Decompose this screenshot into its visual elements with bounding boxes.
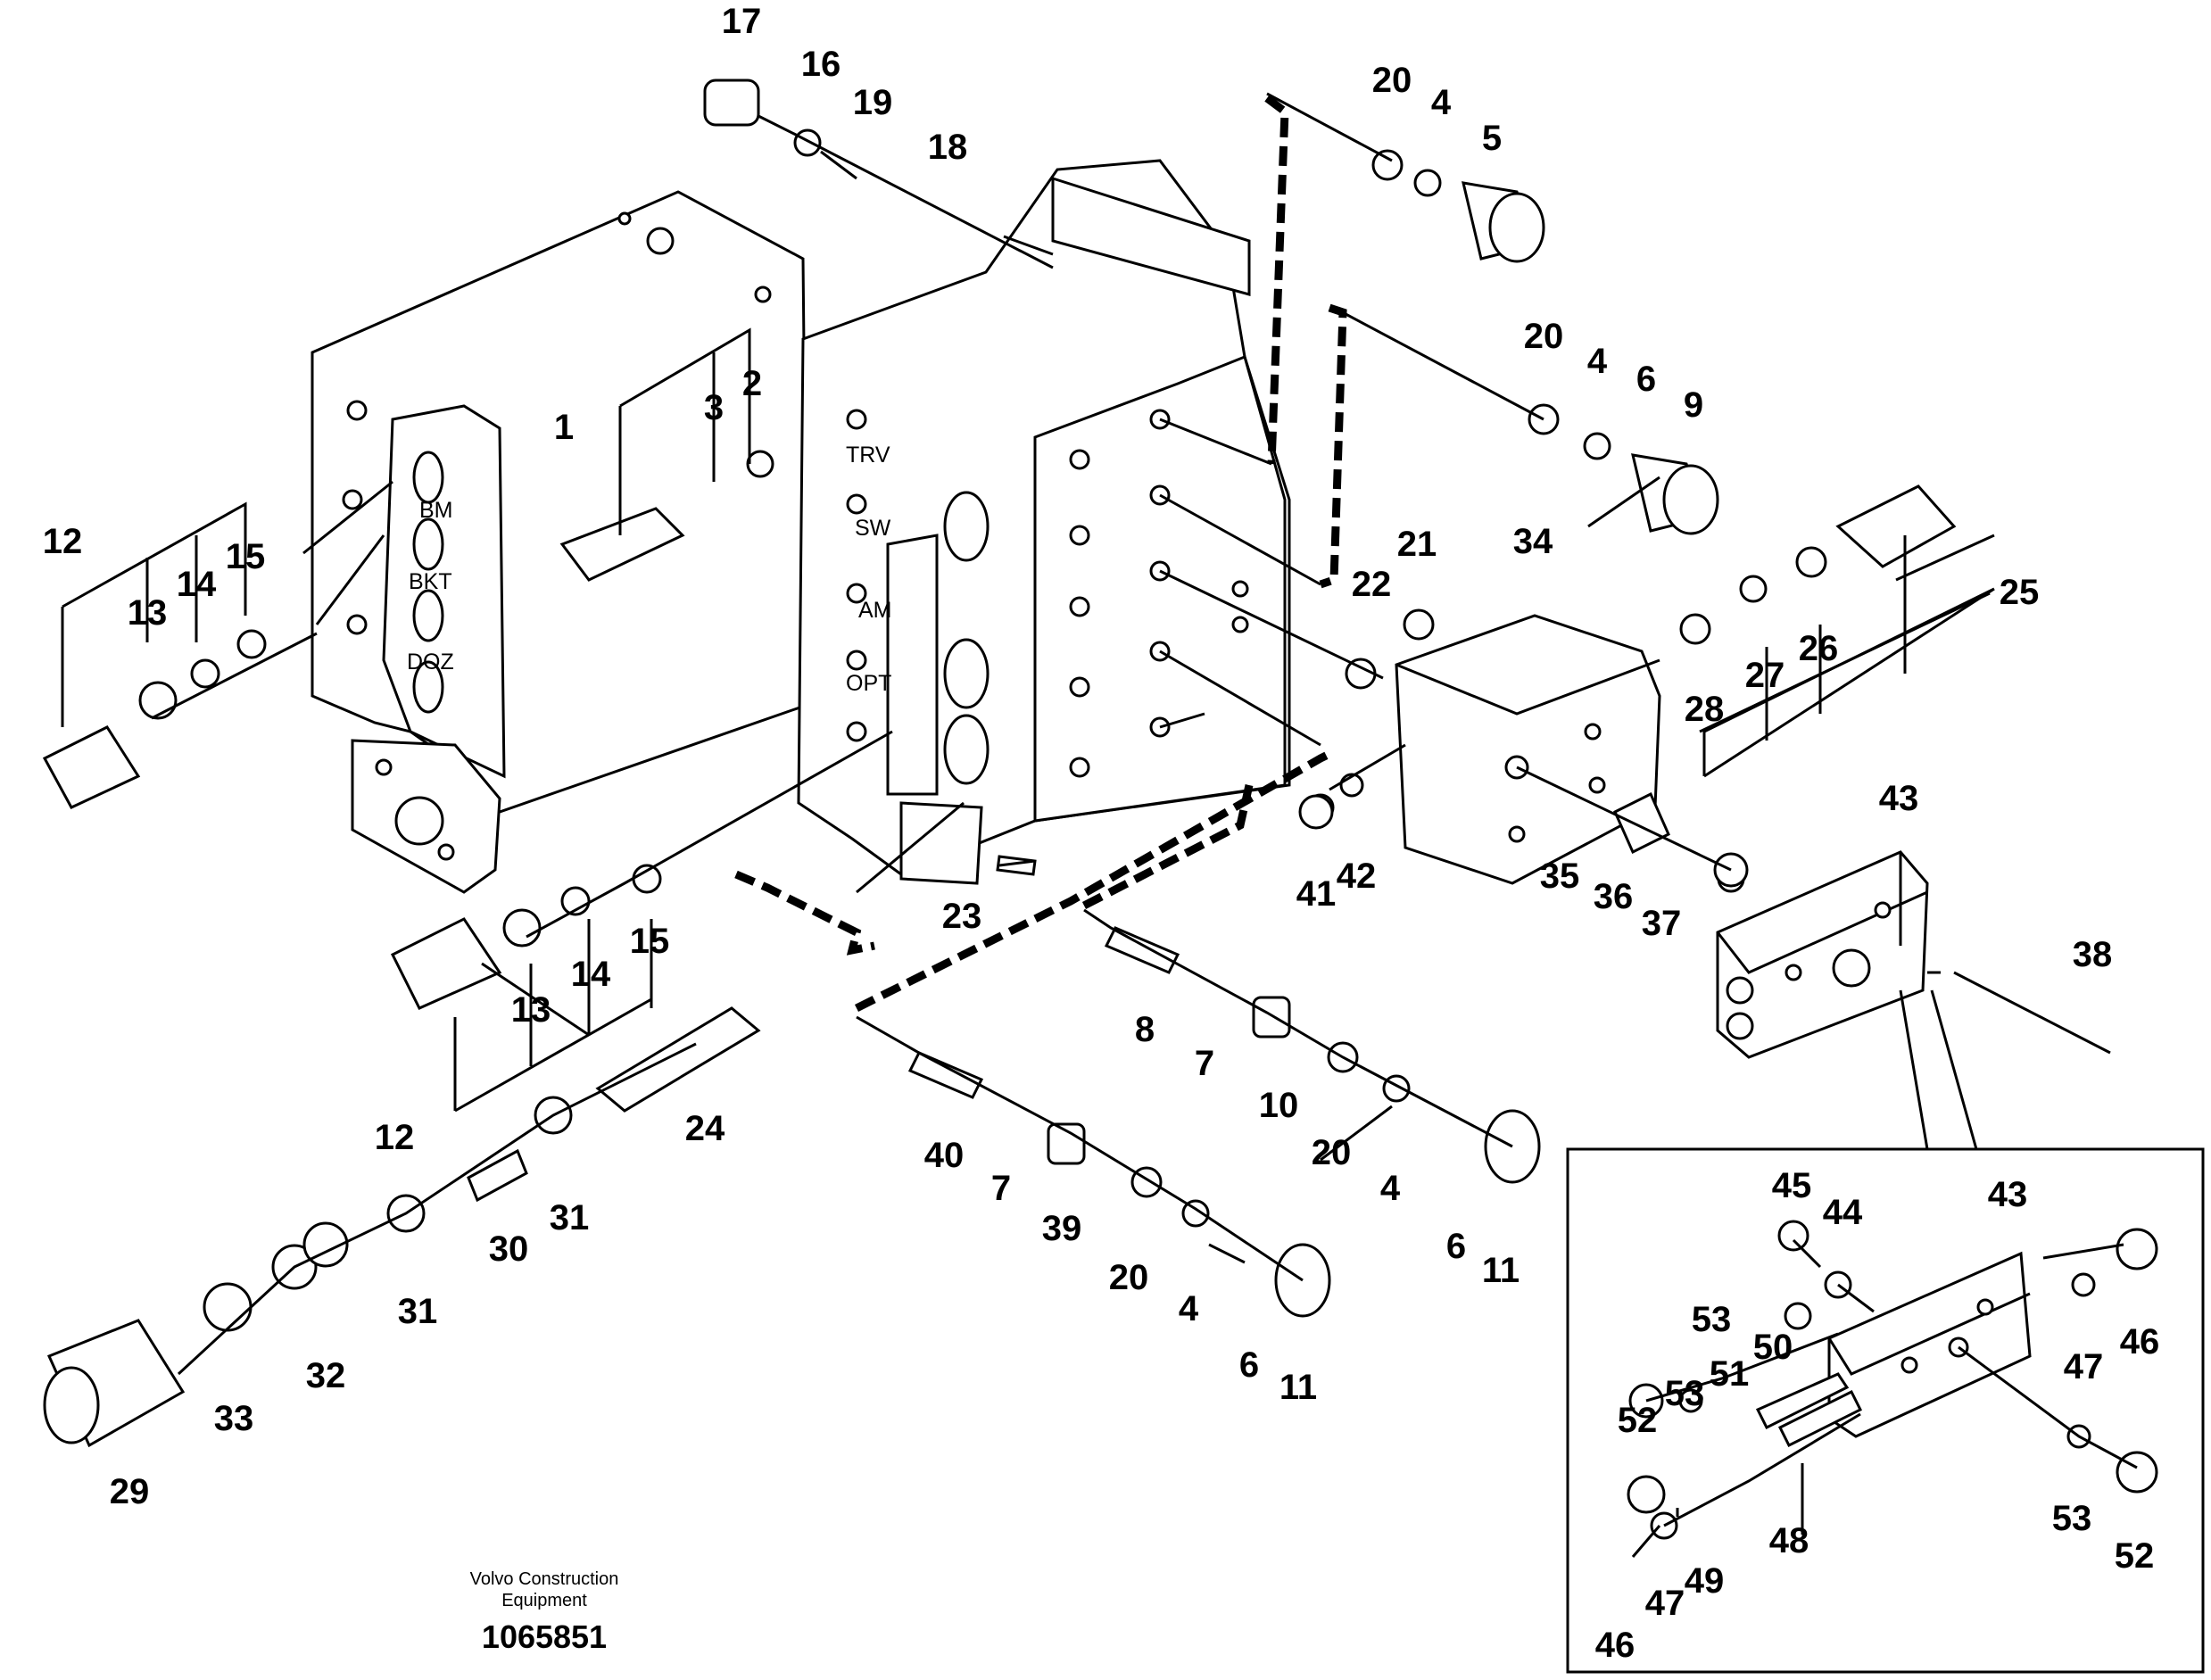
part-label: 13 — [511, 990, 551, 1030]
part-label: 7 — [991, 1169, 1011, 1208]
part-label: 27 — [1745, 656, 1785, 695]
part-label: 6 — [1446, 1227, 1466, 1266]
insert-label-bm: BM — [419, 498, 453, 523]
insert-label-sw: SW — [855, 516, 891, 541]
part-label: 15 — [630, 922, 670, 961]
manufacturer-line-2: Equipment — [501, 1591, 587, 1610]
part-label: 40 — [924, 1136, 965, 1175]
part-label: 30 — [489, 1229, 529, 1269]
part-label: 48 — [1769, 1521, 1809, 1560]
part-label: 14 — [571, 955, 611, 994]
part-label: 20 — [1372, 61, 1412, 100]
drawing-number: 1065851 — [481, 1618, 608, 1655]
part-label: 4 — [1587, 342, 1608, 381]
part-label: 39 — [1042, 1209, 1082, 1248]
part-label: 33 — [214, 1399, 254, 1438]
manufacturer-line-1: Volvo Construction — [469, 1569, 619, 1589]
part-label: 47 — [2064, 1347, 2104, 1386]
part-label: 46 — [1595, 1626, 1635, 1665]
part-label: 12 — [43, 522, 83, 561]
part-label: 11 — [1482, 1251, 1520, 1290]
part-label: 42 — [1337, 857, 1377, 896]
part-label: 26 — [1799, 629, 1839, 668]
part-label: 24 — [685, 1109, 725, 1148]
part-label: 50 — [1753, 1328, 1793, 1367]
part-label: 19 — [853, 83, 893, 122]
part-label: 6 — [1239, 1345, 1259, 1385]
part-label: 51 — [1710, 1354, 1750, 1394]
part-label: 35 — [1540, 857, 1580, 896]
part-label: 45 — [1772, 1166, 1812, 1205]
part-labels: 17 16 19 18 20 4 5 20 4 6 9 1 3 2 12 13 … — [43, 2, 2160, 1665]
component-parts — [42, 79, 2158, 1540]
part-label: 31 — [398, 1292, 438, 1331]
part-label: 29 — [110, 1472, 150, 1511]
insert-label-trv: TRV — [846, 443, 890, 468]
part-label: 38 — [2073, 935, 2113, 974]
part-label: 47 — [1645, 1584, 1685, 1623]
part-label: 31 — [550, 1198, 590, 1237]
part-label: 16 — [801, 45, 841, 84]
manufacturer-caption: Volvo Construction Equipment — [419, 1568, 669, 1611]
part-label: 41 — [1296, 874, 1337, 914]
part-label: 20 — [1109, 1258, 1149, 1297]
part-label: 7 — [1195, 1044, 1214, 1083]
part-label: 52 — [2115, 1536, 2155, 1576]
part-label: 53 — [2052, 1499, 2092, 1538]
part-label: 4 — [1380, 1169, 1401, 1208]
part-label: 3 — [704, 388, 724, 427]
part-label: 11 — [1279, 1368, 1317, 1407]
part-label: 13 — [128, 593, 168, 633]
part-label: 49 — [1685, 1561, 1725, 1601]
part-label: 20 — [1312, 1133, 1352, 1172]
part-label: 44 — [1823, 1193, 1863, 1232]
part-label: 53 — [1665, 1374, 1705, 1413]
part-label: 32 — [306, 1356, 346, 1395]
part-label: 1 — [554, 408, 574, 447]
part-label: 5 — [1482, 119, 1502, 158]
leader-lines — [61, 92, 2138, 1558]
insert-label-doz: DOZ — [407, 650, 454, 674]
part-label: 15 — [226, 537, 266, 576]
part-label: 25 — [2000, 573, 2040, 612]
part-label: 43 — [1988, 1175, 2028, 1214]
part-label: 2 — [742, 364, 762, 403]
part-label: 53 — [1692, 1300, 1732, 1339]
valve-insert-labels: TRV SW AM OPT BM BKT DOZ — [407, 443, 892, 696]
detail-inset — [1566, 989, 2205, 1674]
part-label: 9 — [1684, 385, 1703, 425]
part-label: 34 — [1513, 522, 1553, 561]
part-label: 28 — [1685, 690, 1725, 729]
part-label: 46 — [2120, 1322, 2160, 1361]
part-label: 6 — [1636, 360, 1656, 399]
main-control-valve — [797, 159, 1291, 885]
block-43 — [1716, 850, 1929, 1059]
part-label: 36 — [1594, 877, 1634, 916]
part-label: 17 — [722, 2, 762, 41]
part-label: 43 — [1879, 779, 1919, 818]
part-label: 23 — [942, 897, 982, 936]
part-label: 18 — [928, 128, 968, 167]
part-label: 14 — [177, 565, 217, 604]
part-label: 21 — [1397, 525, 1437, 564]
insert-label-opt: OPT — [846, 671, 891, 696]
part-label: 4 — [1179, 1289, 1199, 1328]
insert-label-am: AM — [858, 598, 892, 623]
part-label: 52 — [1618, 1401, 1658, 1440]
part-label: 8 — [1135, 1010, 1155, 1049]
left-valve-block — [311, 190, 809, 894]
part-label: 4 — [1431, 83, 1452, 122]
part-label: 12 — [375, 1118, 415, 1157]
part-label: 10 — [1259, 1086, 1299, 1125]
part-label: 37 — [1642, 904, 1682, 943]
auxiliary-block-34 — [1395, 614, 1661, 885]
part-label: 22 — [1352, 565, 1392, 604]
part-label: 20 — [1524, 317, 1564, 356]
insert-label-bkt: BKT — [409, 569, 452, 594]
